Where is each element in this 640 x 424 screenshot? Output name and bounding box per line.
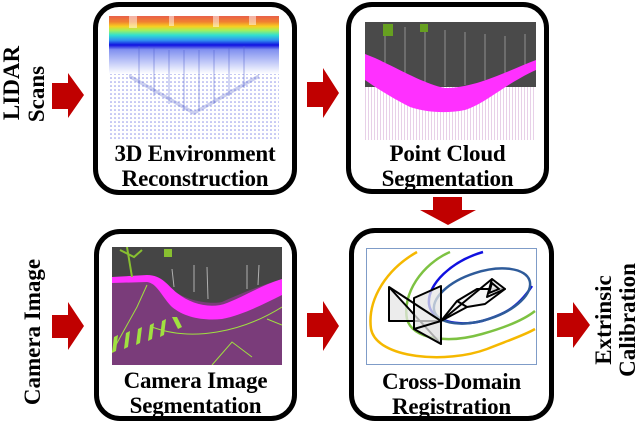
registration-title-line1: Cross-Domain <box>381 369 521 394</box>
cam-segmentation-box: Camera Image Segmentation <box>94 229 297 421</box>
reconstruction-title-line1: 3D Environment <box>114 141 276 166</box>
cam-segmentation-title-line1: Camera Image <box>123 368 268 393</box>
reconstruction-box: 3D Environment Reconstruction <box>93 2 297 195</box>
arrow-down-icon <box>420 197 476 225</box>
reconstruction-title-line2: Reconstruction <box>121 166 269 191</box>
segmented-point-cloud-image <box>365 22 536 140</box>
pc-segmentation-box: Point Cloud Segmentation <box>346 2 549 194</box>
pc-segmentation-title-line1: Point Cloud <box>389 141 506 166</box>
cam-segmentation-title-line2: Segmentation <box>129 393 262 418</box>
arrow-right-icon <box>307 301 339 351</box>
lidar-label: LIDAR <box>0 45 24 121</box>
registration-box: Cross-Domain Registration <box>349 228 554 421</box>
rainbow-lidar-point-cloud-image <box>109 16 279 139</box>
arrow-right-icon <box>307 68 339 118</box>
segmented-camera-image <box>112 247 282 365</box>
camera-image-label: Camera Image <box>20 258 45 406</box>
registration-title-line2: Registration <box>392 394 511 419</box>
calibration-label: Calibration <box>615 263 640 377</box>
arrow-right-icon <box>557 302 590 348</box>
scans-label: Scans <box>24 65 49 123</box>
pc-segmentation-title-line2: Segmentation <box>381 166 514 191</box>
extrinsic-label: Extrinsic <box>591 275 616 365</box>
arrow-right-icon <box>52 302 84 350</box>
contour-optimization-plot <box>366 248 537 365</box>
arrow-right-icon <box>52 73 84 118</box>
